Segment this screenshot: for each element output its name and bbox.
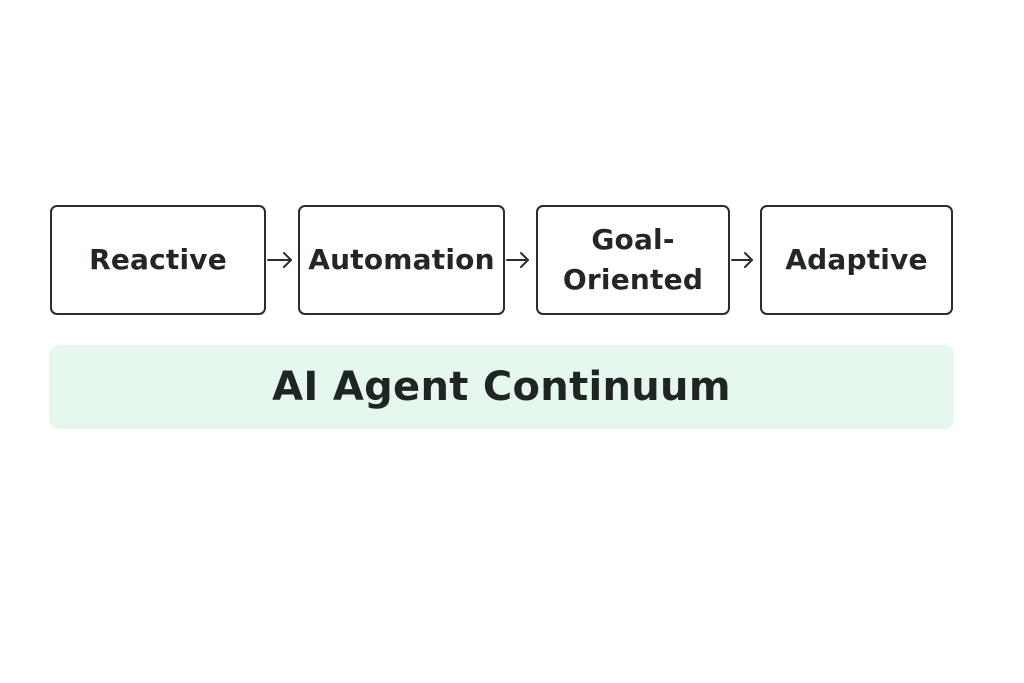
stage-label-reactive: Reactive: [89, 243, 227, 276]
right-arrow-icon: [267, 249, 295, 271]
stage-box-automation: Automation: [298, 205, 505, 315]
stage-box-goal-oriented: Goal- Oriented: [536, 205, 730, 315]
stage-box-adaptive: Adaptive: [760, 205, 953, 315]
right-arrow-icon: [506, 249, 534, 271]
right-arrow-icon: [731, 249, 759, 271]
stage-label-adaptive: Adaptive: [785, 243, 928, 276]
stage-label-goal-oriented: Goal- Oriented: [562, 223, 704, 296]
continuum-banner: AI Agent Continuum: [49, 345, 954, 429]
stage-box-reactive: Reactive: [50, 205, 266, 315]
stage-label-automation: Automation: [308, 243, 495, 276]
banner-title: AI Agent Continuum: [272, 364, 731, 410]
